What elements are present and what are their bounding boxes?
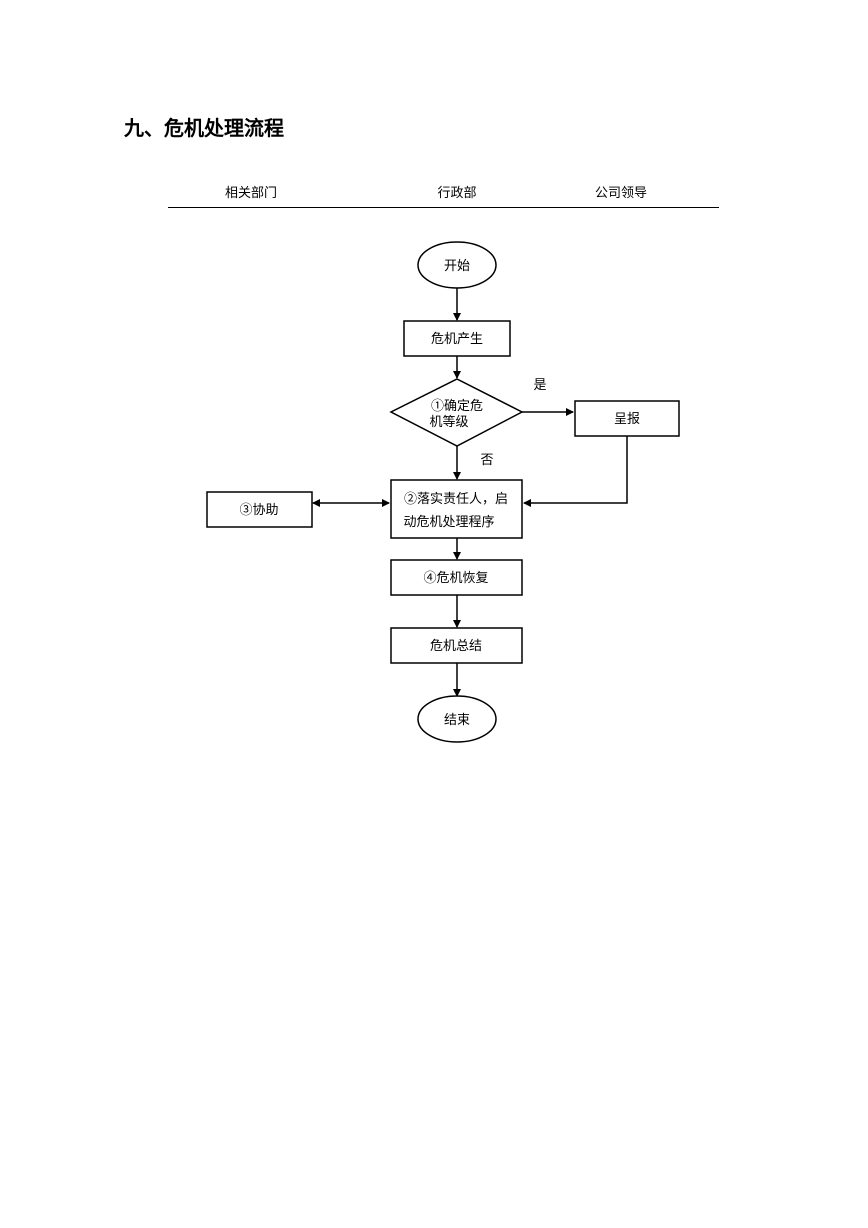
- node-determine-label-line2: 机等级: [429, 414, 468, 430]
- node-determine-label-line1: ①确定危: [431, 399, 483, 414]
- node-determine-level: ①确定危 机等级: [389, 378, 524, 447]
- header-divider: [168, 207, 719, 208]
- connectors: [312, 288, 628, 697]
- node-start: 开始: [417, 241, 497, 289]
- node-implement: ②落实责任人，启 动危机处理程序: [390, 479, 523, 539]
- node-assist-label: ③协助: [239, 503, 278, 518]
- node-end: 结束: [417, 695, 497, 743]
- node-implement-label-line1: ②落实责任人，启: [404, 492, 508, 507]
- node-assist: ③协助: [206, 491, 313, 528]
- column-header-admin-dept: 行政部: [437, 186, 477, 201]
- node-summary-label: 危机总结: [430, 639, 482, 654]
- node-report-label: 呈报: [614, 412, 640, 427]
- column-header-related-dept: 相关部门: [224, 186, 277, 201]
- node-report: 呈报: [574, 400, 680, 437]
- node-crisis-occurs-label: 危机产生: [431, 332, 483, 347]
- node-summary: 危机总结: [390, 627, 523, 664]
- node-start-label: 开始: [444, 259, 470, 274]
- node-crisis-occurs: 危机产生: [403, 320, 511, 357]
- node-implement-label-line2: 动危机处理程序: [403, 515, 494, 530]
- node-end-label: 结束: [444, 713, 470, 728]
- page-title: 九、危机处理流程: [124, 116, 284, 140]
- edge-label-yes: 是: [533, 378, 546, 393]
- edge-label-no: 否: [480, 453, 493, 468]
- column-header-company-leader: 公司领导: [594, 186, 647, 201]
- node-recovery: ④危机恢复: [390, 559, 523, 596]
- node-recovery-label: ④危机恢复: [423, 571, 488, 586]
- arrow-report-to-implement: [523, 436, 628, 507]
